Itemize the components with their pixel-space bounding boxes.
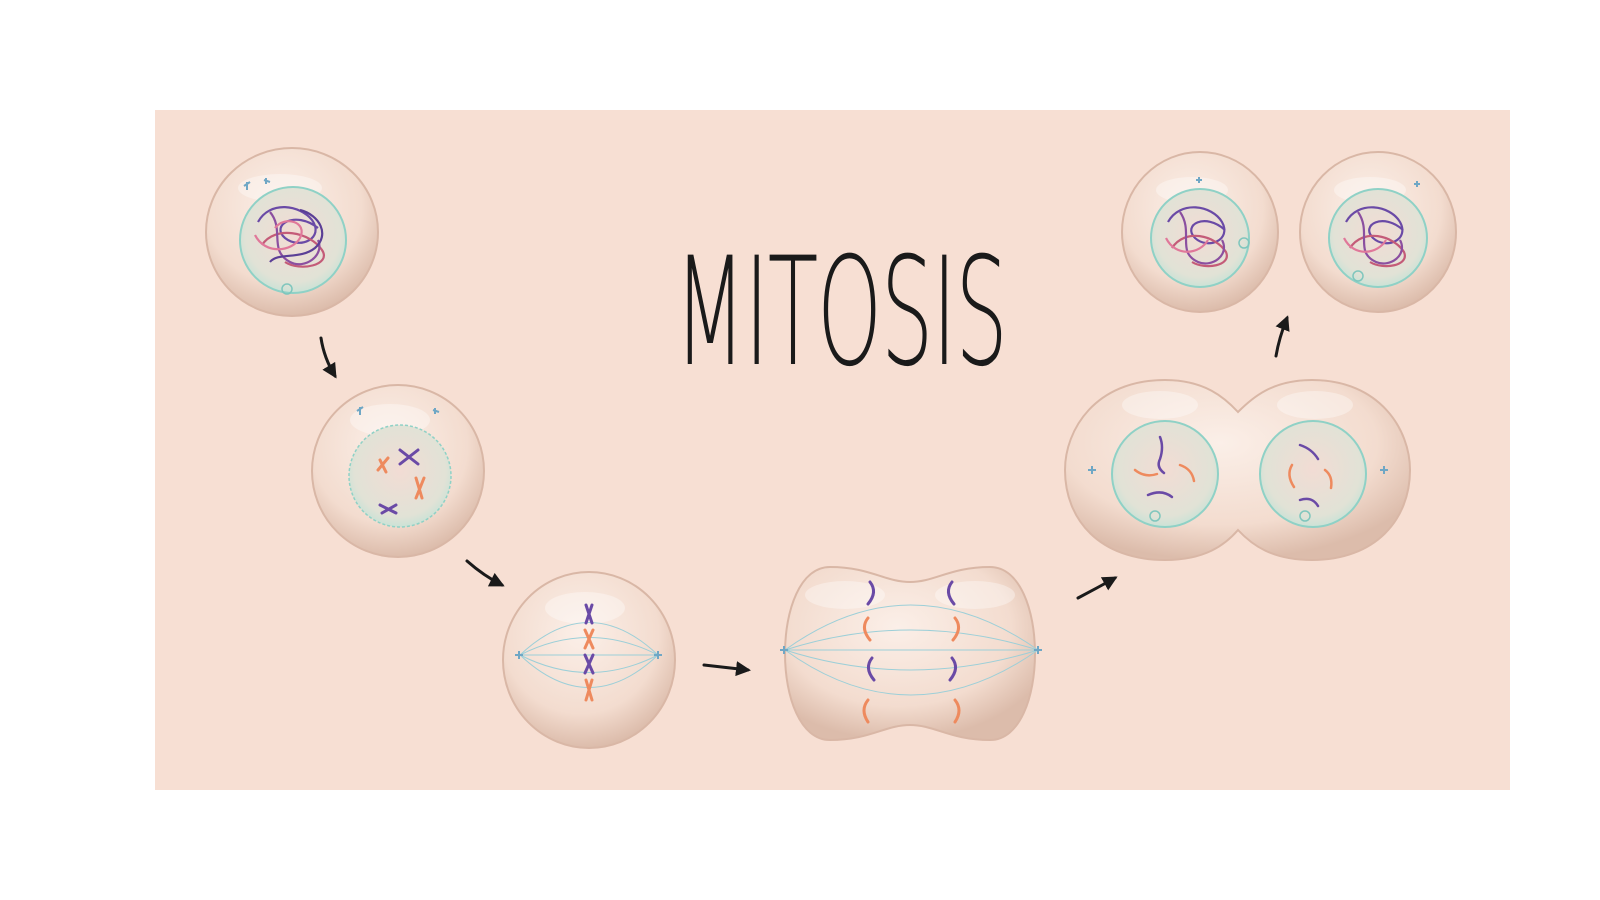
condensed-chromosomes	[376, 448, 426, 515]
spindle-poles	[515, 651, 662, 659]
stage-daughter-cell-right	[1299, 151, 1457, 313]
nucleolus	[1149, 510, 1161, 522]
stage-metaphase-cell	[502, 571, 676, 749]
chromatin	[1343, 206, 1406, 268]
nucleus	[1111, 420, 1219, 528]
nucleus	[239, 186, 347, 294]
arrow-prophase-to-prometaphase	[319, 336, 337, 379]
centrosome	[1414, 181, 1420, 187]
nucleolus	[1352, 270, 1364, 282]
stage-arrows	[319, 315, 1290, 677]
arrow-prometaphase-to-metaphase	[465, 559, 505, 587]
stage-daughter-cell-left	[1121, 151, 1279, 313]
chromatin	[1165, 206, 1228, 268]
spindle-fibers	[784, 604, 1039, 696]
chromatin	[254, 206, 325, 268]
centrosome	[1088, 466, 1388, 474]
decondensing-chromosomes	[1133, 435, 1333, 508]
diagram-title: MITOSIS	[674, 226, 1008, 400]
stage-prometaphase-cell	[311, 384, 485, 558]
stage-telophase-cell	[1063, 378, 1412, 562]
centrosome	[356, 406, 440, 415]
chromosomes-aligned	[583, 603, 595, 702]
centrosome	[1196, 177, 1202, 183]
arrow-telophase-to-daughters	[1274, 315, 1290, 358]
stage-anaphase-cell	[780, 565, 1042, 742]
nucleus	[1150, 188, 1250, 288]
stage-prophase-cell	[205, 147, 379, 317]
nucleus	[1328, 188, 1428, 288]
nucleus	[1259, 420, 1367, 528]
spindle-poles	[780, 646, 1042, 654]
nucleolus	[281, 283, 293, 295]
arrow-metaphase-to-anaphase	[702, 661, 751, 677]
nucleolus	[1238, 237, 1250, 249]
nucleolus	[1299, 510, 1311, 522]
arrow-anaphase-to-telophase	[1076, 576, 1118, 600]
centrosome	[243, 178, 271, 190]
separating-chromatids	[862, 580, 961, 724]
nucleus	[348, 424, 452, 528]
